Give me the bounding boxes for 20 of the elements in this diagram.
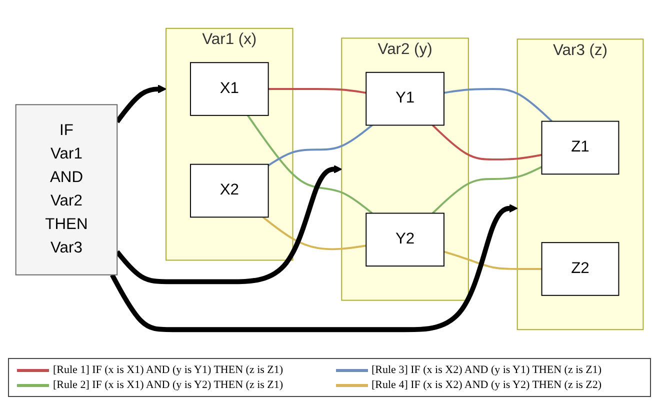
connector (444, 88, 553, 122)
connector (444, 250, 542, 270)
legend-text: [Rule 2] IF (x is X1) AND (y is Y2) THEN (z is Z1) (53, 379, 284, 391)
node-box: Z2 (541, 242, 620, 296)
node-box: IF Var1 AND Var2 THEN Var3 (15, 104, 118, 276)
legend-text: [Rule 3] IF (x is X2) AND (y is Y1) THEN (z is Z1) (372, 364, 602, 376)
connector (247, 114, 373, 214)
connector (268, 124, 373, 166)
node-box: Y1 (366, 72, 444, 126)
node-box: Z1 (541, 120, 620, 175)
connector (432, 166, 542, 214)
legend-text: [Rule 4] IF (x is X2) AND (y is Y2) THEN (z is Z2) (372, 379, 602, 391)
legend-text: [Rule 1] IF (x is X1) AND (y is Y1) THEN (z is Z1) (53, 364, 284, 376)
connector (262, 216, 366, 250)
connector (432, 124, 542, 160)
node-box: Y2 (366, 212, 444, 267)
arrow (110, 204, 518, 332)
node-box: X1 (190, 62, 269, 116)
connector (268, 88, 366, 94)
node-box: X2 (190, 164, 269, 218)
